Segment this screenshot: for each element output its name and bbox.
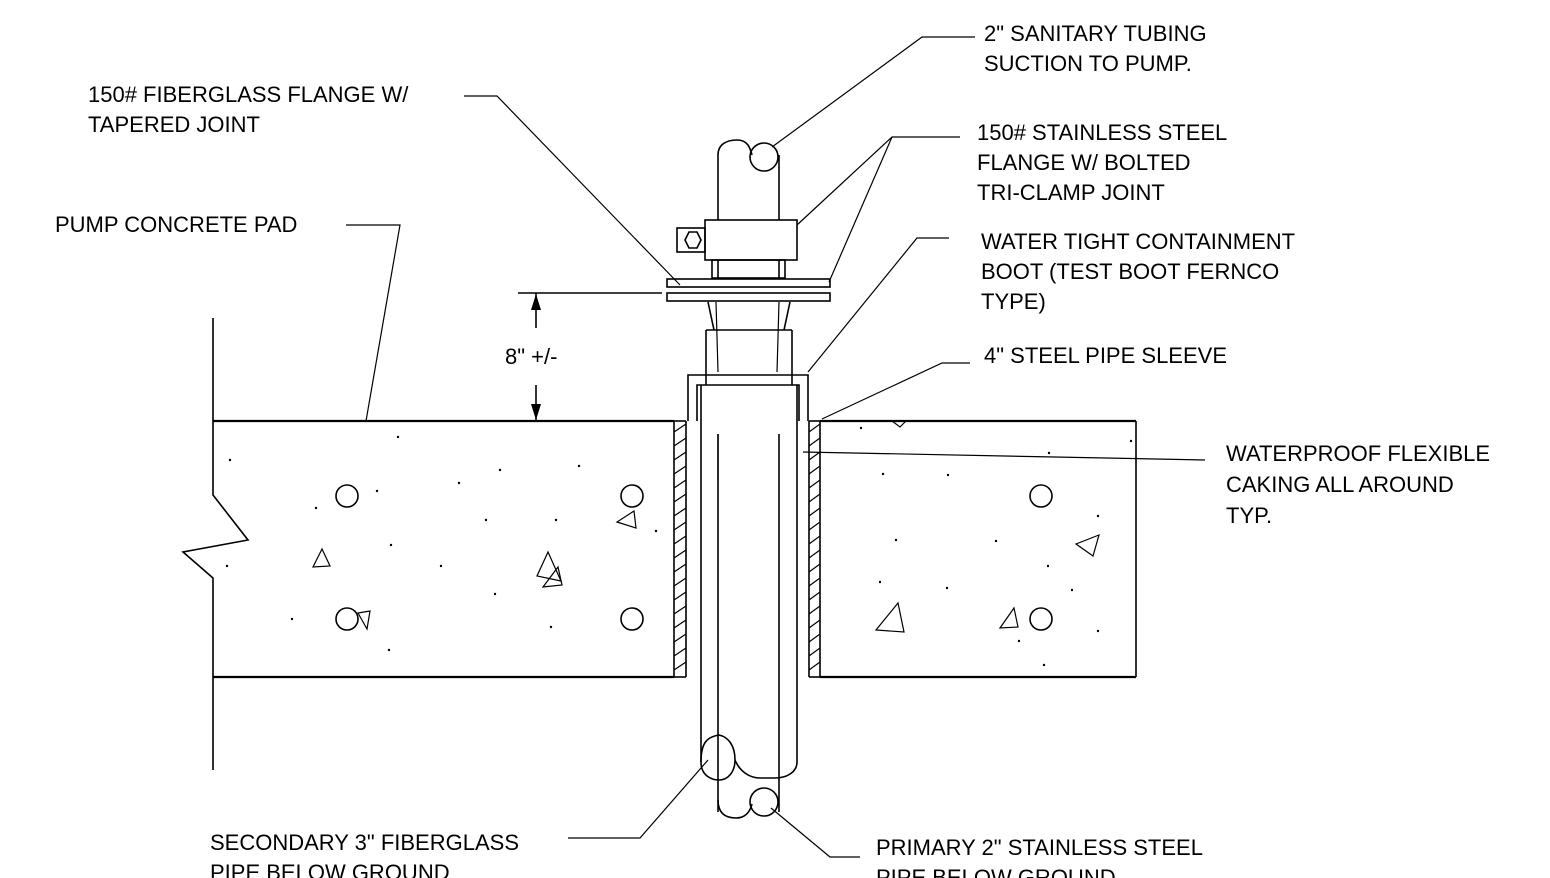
label-sanitary-tubing: 2" SANITARY TUBING SUCTION TO PUMP. bbox=[984, 21, 1207, 76]
svg-text:4" STEEL PIPE SLEEVE: 4" STEEL PIPE SLEEVE bbox=[984, 343, 1227, 368]
concrete-dots bbox=[225, 426, 1133, 667]
label-concrete-pad: PUMP CONCRETE PAD bbox=[55, 212, 297, 237]
label-containment-boot: WATER TIGHT CONTAINMENT BOOT (TEST BOOT … bbox=[981, 229, 1295, 314]
svg-text:SUCTION TO PUMP.: SUCTION TO PUMP. bbox=[984, 51, 1192, 76]
dimension-label: 8" +/- bbox=[505, 344, 557, 369]
tri-clamp bbox=[676, 219, 798, 279]
label-stainless-flange: 150# STAINLESS STEEL FLANGE W/ BOLTED TR… bbox=[977, 120, 1227, 205]
label-pipe-sleeve: 4" STEEL PIPE SLEEVE bbox=[984, 343, 1227, 368]
label-fiberglass-flange: 150# FIBERGLASS FLANGE W/ TAPERED JOINT bbox=[88, 82, 409, 137]
break-line bbox=[181, 318, 250, 770]
svg-text:TRI-CLAMP JOINT: TRI-CLAMP JOINT bbox=[977, 180, 1165, 205]
label-secondary-pipe: SECONDARY 3" FIBERGLASS PIPE BELOW GROUN… bbox=[210, 830, 519, 878]
flanges bbox=[666, 278, 831, 302]
steel-pipe-sleeve bbox=[673, 420, 821, 678]
containment-boot bbox=[687, 374, 809, 421]
label-caulking: WATERPROOF FLEXIBLE CAKING ALL AROUND TY… bbox=[1226, 441, 1490, 528]
svg-text:PIPE BELOW GROUND: PIPE BELOW GROUND bbox=[210, 860, 450, 878]
svg-text:WATERPROOF FLEXIBLE: WATERPROOF FLEXIBLE bbox=[1226, 441, 1490, 466]
svg-text:TYPE): TYPE) bbox=[981, 289, 1046, 314]
secondary-fiberglass-pipe bbox=[700, 329, 798, 781]
svg-text:WATER TIGHT CONTAINMENT: WATER TIGHT CONTAINMENT bbox=[981, 229, 1295, 254]
svg-text:150# STAINLESS STEEL: 150# STAINLESS STEEL bbox=[977, 120, 1227, 145]
svg-text:150# FIBERGLASS FLANGE W/: 150# FIBERGLASS FLANGE W/ bbox=[88, 82, 409, 107]
svg-text:BOOT (TEST BOOT FERNCO: BOOT (TEST BOOT FERNCO bbox=[981, 259, 1279, 284]
svg-text:TAPERED JOINT: TAPERED JOINT bbox=[88, 112, 260, 137]
svg-text:2" SANITARY TUBING: 2" SANITARY TUBING bbox=[984, 21, 1207, 46]
concrete-aggregate bbox=[311, 420, 1100, 633]
svg-text:TYP.: TYP. bbox=[1226, 503, 1272, 528]
svg-text:PRIMARY 2" STAINLESS STEEL: PRIMARY 2" STAINLESS STEEL bbox=[876, 835, 1203, 860]
svg-text:PIPE BELOW GROUND: PIPE BELOW GROUND bbox=[876, 865, 1116, 878]
rebar bbox=[335, 484, 1053, 631]
svg-text:PUMP CONCRETE PAD: PUMP CONCRETE PAD bbox=[55, 212, 297, 237]
label-primary-pipe: PRIMARY 2" STAINLESS STEEL PIPE BELOW GR… bbox=[876, 835, 1203, 878]
primary-stainless-pipe bbox=[717, 139, 780, 819]
svg-text:FLANGE W/ BOLTED: FLANGE W/ BOLTED bbox=[977, 150, 1191, 175]
svg-text:SECONDARY 3" FIBERGLASS: SECONDARY 3" FIBERGLASS bbox=[210, 830, 519, 855]
tapered-joint bbox=[707, 301, 791, 373]
dimension: 8" +/- bbox=[505, 292, 662, 421]
concrete-pad bbox=[213, 419, 1137, 679]
svg-text:CAKING ALL AROUND: CAKING ALL AROUND bbox=[1226, 472, 1454, 497]
leader-lines bbox=[346, 36, 1206, 858]
